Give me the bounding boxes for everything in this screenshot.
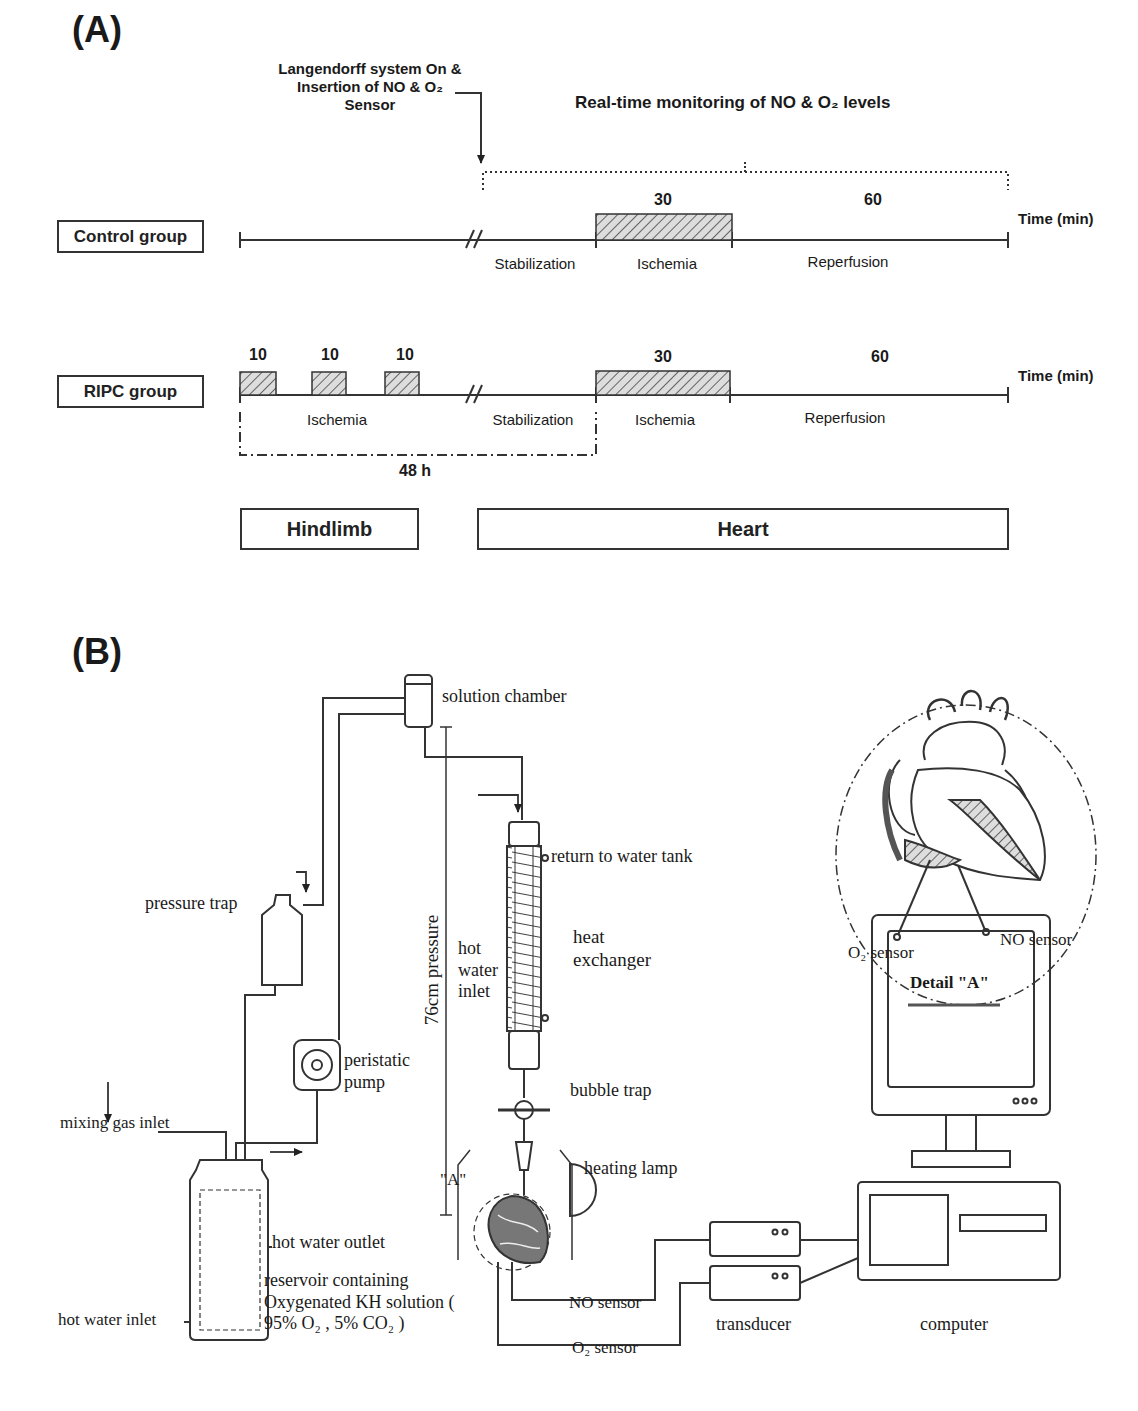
text-label: 30 <box>654 347 672 366</box>
text-label: heat exchanger <box>573 926 653 972</box>
text-label: solution chamber <box>442 686 566 708</box>
text-label: pressure trap <box>145 893 237 915</box>
text-label: 10 <box>249 345 267 364</box>
text-label: reservoir containing Oxygenated KH solut… <box>264 1270 486 1335</box>
text-label: Langendorff system On & Insertion of NO … <box>270 60 470 114</box>
group-box: RIPC group <box>57 375 204 408</box>
text-label: 48 h <box>399 461 431 480</box>
text-label: bubble trap <box>570 1080 651 1102</box>
text-label: 76cm pressure <box>421 912 444 1028</box>
tissue-box: Heart <box>477 508 1009 550</box>
text-label: NO sensor <box>1000 930 1072 950</box>
box-label: Control group <box>74 227 187 247</box>
text-label: heating lamp <box>584 1158 677 1180</box>
text-label: peristatic pump <box>344 1050 429 1093</box>
langendorff-apparatus <box>108 675 1096 1345</box>
text-label: 10 <box>321 345 339 364</box>
text-label: NO sensor <box>569 1293 641 1313</box>
text-label: return to water tank <box>551 846 692 868</box>
box-label: Hindlimb <box>287 518 373 541</box>
text-label: Stabilization <box>493 411 574 429</box>
text-label: Ischemia <box>307 411 367 429</box>
text-label: Reperfusion <box>805 409 886 427</box>
text-label: 30 <box>654 190 672 209</box>
text-label: Ischemia <box>635 411 695 429</box>
text-label: 60 <box>864 190 882 209</box>
text-label: Real-time monitoring of NO & O₂ levels <box>575 93 891 113</box>
box-label: Heart <box>717 518 768 541</box>
text-label: mixing gas inlet <box>60 1113 170 1133</box>
text-label: 10 <box>396 345 414 364</box>
text-label: hot water outlet <box>272 1232 385 1254</box>
text-label: Reperfusion <box>808 253 889 271</box>
timeline-a <box>240 93 1008 455</box>
text-label: hot water inlet <box>58 1310 156 1330</box>
text-label: Time (min) <box>1018 367 1094 385</box>
text-label: (B) <box>72 630 122 673</box>
text-label: computer <box>920 1314 988 1336</box>
group-box: Control group <box>57 220 204 253</box>
text-label: hot water inlet <box>458 938 503 1003</box>
text-label: O₂ sensor <box>848 943 914 963</box>
text-label: Ischemia <box>637 255 697 273</box>
text-label: O₂ sensor <box>572 1338 638 1358</box>
text-label: Time (min) <box>1018 210 1094 228</box>
text-label: "A" <box>440 1170 466 1190</box>
tissue-box: Hindlimb <box>240 508 419 550</box>
box-label: RIPC group <box>84 382 178 402</box>
text-label: (A) <box>72 8 122 51</box>
text-label: Stabilization <box>495 255 576 273</box>
text-label: Detail "A" <box>910 973 989 993</box>
text-label: transducer <box>716 1314 791 1336</box>
text-label: 60 <box>871 347 889 366</box>
